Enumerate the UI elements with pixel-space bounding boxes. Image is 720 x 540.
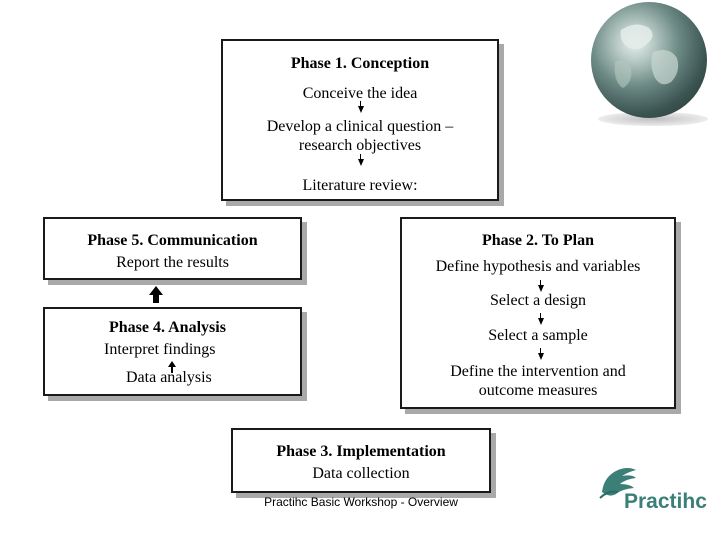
arrow-down-icon bbox=[358, 106, 364, 113]
arrow-up-icon bbox=[149, 286, 163, 303]
arrow-down-icon bbox=[538, 353, 544, 360]
arrow-down-icon bbox=[538, 318, 544, 325]
phase1-step-question-line2: research objectives bbox=[298, 137, 422, 154]
globe-continents bbox=[614, 24, 679, 88]
practihc-logo-text: Practihc bbox=[624, 490, 707, 513]
phase5-box: Phase 5. Communication Report the result… bbox=[43, 217, 302, 280]
phase2-box: Phase 2. To Plan Define hypothesis and v… bbox=[400, 217, 676, 409]
phase1-arrow-stem-2 bbox=[360, 154, 361, 160]
phase2-step-design: Select a design bbox=[490, 292, 586, 309]
phase5-title: Phase 5. Communication bbox=[87, 232, 258, 249]
phase3-box: Phase 3. Implementation Data collection bbox=[231, 428, 491, 493]
arrow-down-icon bbox=[538, 285, 544, 292]
phase1-box: Phase 1. Conception Conceive the idea De… bbox=[221, 39, 499, 201]
phase4-step-analysis: Data analysis bbox=[126, 369, 212, 386]
phase2-title: Phase 2. To Plan bbox=[481, 232, 595, 249]
phase2-step-sample: Select a sample bbox=[488, 327, 588, 344]
phase2-step-hypothesis: Define hypothesis and variables bbox=[435, 258, 641, 275]
phase3-step-collection: Data collection bbox=[312, 465, 410, 482]
phase2-arrow-stem-1 bbox=[540, 280, 541, 286]
globe-shadow bbox=[598, 112, 708, 126]
arrow-up-icon bbox=[168, 361, 176, 373]
phase2-arrow-stem-3 bbox=[540, 348, 541, 354]
phase1-title: Phase 1. Conception bbox=[290, 55, 430, 72]
phase2-arrow-stem-2 bbox=[540, 313, 541, 319]
phase4-title: Phase 4. Analysis bbox=[109, 319, 226, 336]
phase2-step-intervention-line1: Define the intervention and bbox=[450, 363, 626, 380]
practihc-hand-logo-icon bbox=[599, 468, 636, 499]
phase3-title: Phase 3. Implementation bbox=[276, 443, 446, 460]
arrow-down-icon bbox=[358, 159, 364, 166]
phase1-step-conceive: Conceive the idea bbox=[302, 85, 418, 102]
phase5-step-report: Report the results bbox=[116, 254, 229, 271]
phase2-step-intervention-line2: outcome measures bbox=[478, 382, 598, 399]
phase4-box: Phase 4. Analysis Interpret findings Dat… bbox=[43, 307, 302, 396]
globe-icon bbox=[591, 2, 707, 118]
phase4-step-interpret: Interpret findings bbox=[104, 341, 216, 358]
phase1-arrow-stem-1 bbox=[360, 101, 361, 107]
phase1-step-literature: Literature review: bbox=[302, 177, 418, 194]
footer-text: Practihc Basic Workshop - Overview bbox=[264, 495, 458, 509]
phase1-step-question-line1: Develop a clinical question – bbox=[266, 118, 454, 135]
